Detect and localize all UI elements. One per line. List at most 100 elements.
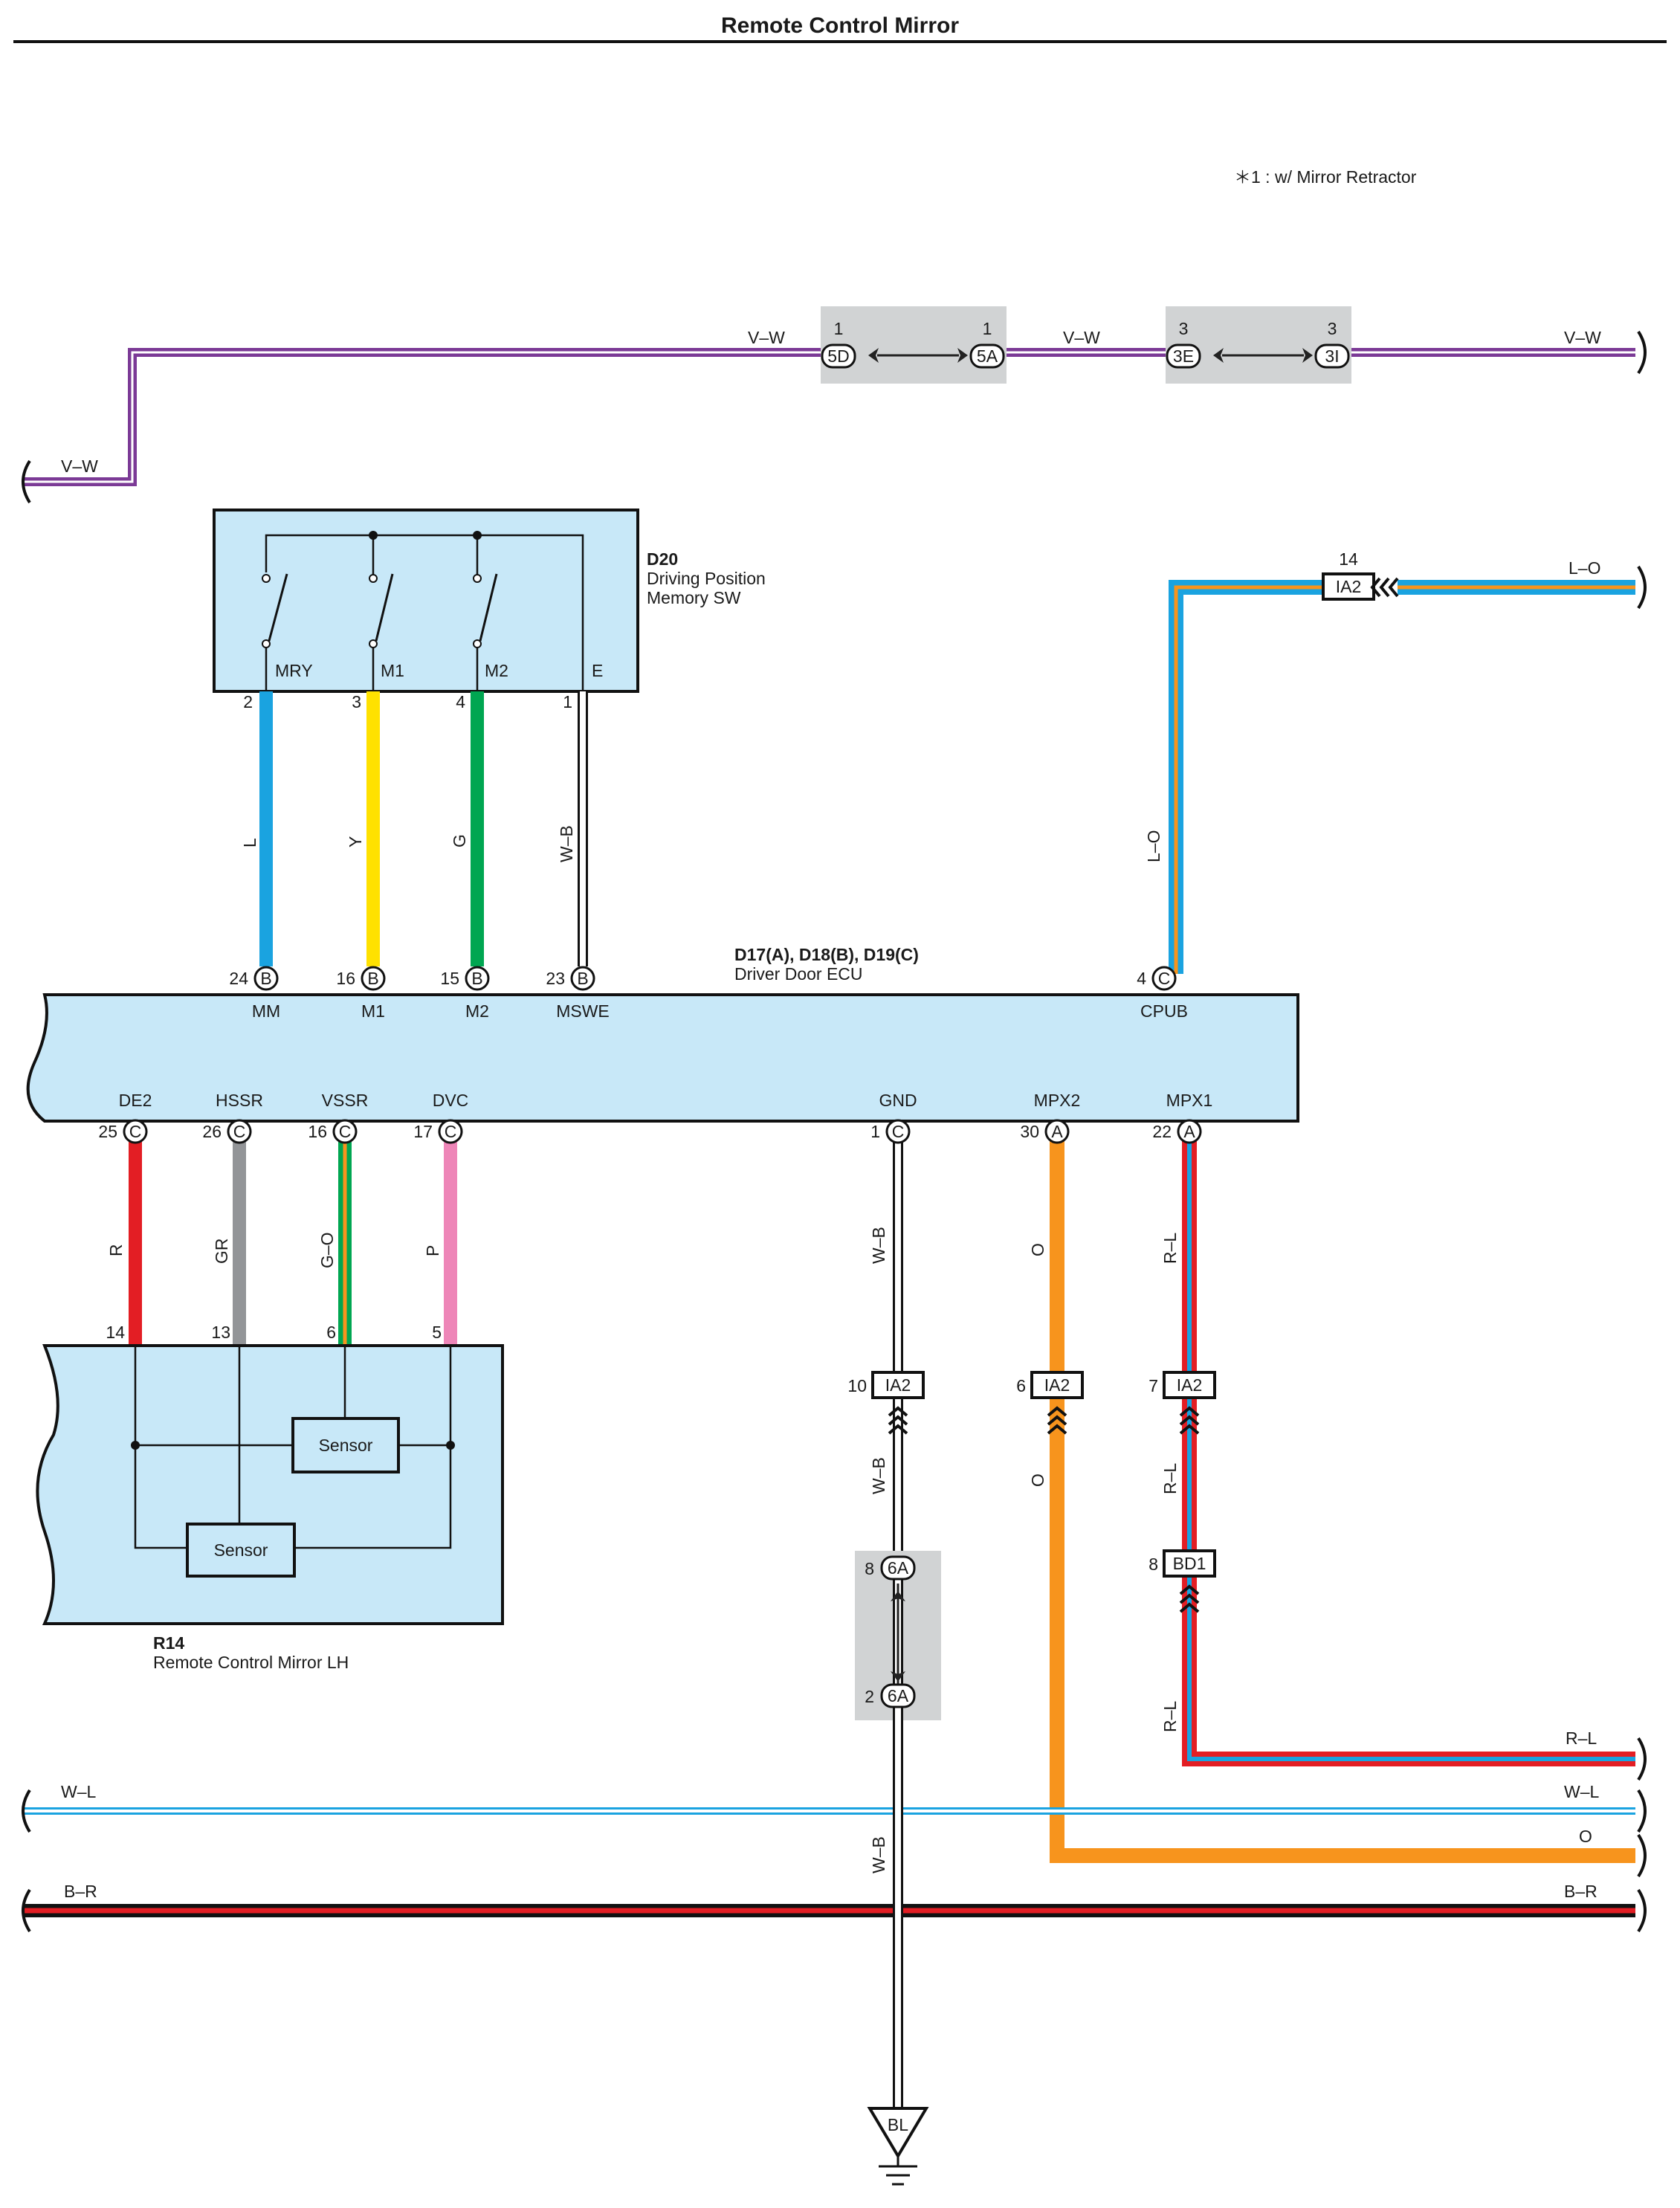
svg-text:6A: 6A bbox=[888, 1686, 909, 1705]
component-driver-door-ecu bbox=[26, 993, 1299, 1123]
wire-label: V–W bbox=[61, 456, 98, 476]
svg-text:4: 4 bbox=[1137, 969, 1146, 988]
svg-text:6A: 6A bbox=[888, 1558, 909, 1578]
pin-number: 1 bbox=[563, 692, 572, 711]
component-code: R14 bbox=[153, 1633, 184, 1653]
connector-code: 3E bbox=[1173, 346, 1194, 366]
sensor-box bbox=[186, 1523, 296, 1578]
terminal-label: MRY bbox=[275, 661, 313, 680]
svg-text:26: 26 bbox=[202, 1122, 222, 1141]
ground-label: BL bbox=[888, 2115, 908, 2134]
svg-text:23: 23 bbox=[546, 969, 565, 988]
component-name: Driving Position bbox=[647, 569, 766, 588]
wire-label: W–L bbox=[1564, 1782, 1600, 1801]
wire-label: R–L bbox=[1566, 1728, 1597, 1748]
wire-label: R–L bbox=[1160, 1701, 1180, 1732]
svg-text:BD1: BD1 bbox=[1173, 1554, 1206, 1573]
pin-number: 3 bbox=[1179, 319, 1189, 338]
pin-number: 1 bbox=[983, 319, 992, 338]
switch-m2 bbox=[473, 531, 498, 691]
pin-number: 5 bbox=[432, 1323, 442, 1342]
wire-label: W–L bbox=[61, 1782, 97, 1801]
ecu-bottom-terminals: C25 C26 C16 C17 C1 A30 A22 bbox=[98, 1119, 1202, 1144]
wires-d20-ecu bbox=[259, 691, 588, 966]
wire-label: L–O bbox=[1568, 558, 1600, 578]
wire-l-o bbox=[1169, 580, 1635, 974]
wire-label: B–R bbox=[1564, 1882, 1597, 1901]
svg-text:30: 30 bbox=[1020, 1122, 1039, 1141]
svg-text:IA2: IA2 bbox=[885, 1375, 911, 1395]
wire-label: W–B bbox=[869, 1227, 888, 1264]
wire-label: W–B bbox=[869, 1836, 888, 1873]
wire-break bbox=[22, 1888, 31, 1933]
wire-label: G bbox=[450, 834, 469, 848]
svg-text:7: 7 bbox=[1148, 1376, 1158, 1395]
ground-symbol: BL bbox=[867, 2107, 929, 2186]
svg-text:C: C bbox=[129, 1122, 142, 1141]
sensor-label: Sensor bbox=[214, 1540, 268, 1560]
wire-label: V–W bbox=[1063, 328, 1100, 347]
wire-label: Y bbox=[346, 836, 365, 848]
pin-number: 3 bbox=[352, 692, 361, 711]
svg-text:16: 16 bbox=[336, 969, 355, 988]
pin-number: 4 bbox=[456, 692, 465, 711]
wire-label: R bbox=[106, 1244, 126, 1256]
wire-v-w-top bbox=[22, 348, 1635, 486]
wire-label: R–L bbox=[1160, 1233, 1180, 1264]
terminal-label: MPX1 bbox=[1166, 1091, 1213, 1110]
svg-text:17: 17 bbox=[413, 1122, 433, 1141]
connector-ia2-10: IA2 10 bbox=[847, 1371, 925, 1435]
svg-text:B: B bbox=[471, 969, 482, 988]
wire-label: O bbox=[1028, 1473, 1047, 1487]
wire-break bbox=[1637, 1888, 1647, 1933]
connector-code: 5D bbox=[827, 346, 849, 366]
wire-label: GR bbox=[212, 1239, 231, 1265]
component-name: Memory SW bbox=[647, 588, 741, 607]
wire-label: L bbox=[240, 838, 259, 848]
component-code: D17(A), D18(B), D19(C) bbox=[734, 945, 919, 964]
pin-number: 14 bbox=[1339, 549, 1358, 569]
connector-code: 3I bbox=[1325, 346, 1339, 366]
component-r14-mirror: Sensor Sensor bbox=[36, 1344, 504, 1625]
wire-mpx2 bbox=[1050, 1140, 1635, 1863]
junction-connector-6a: 6A 8 6A 2 bbox=[855, 1551, 941, 1720]
terminal-label: M2 bbox=[485, 661, 508, 680]
component-d20-memory-switch: MRY M1 M2 E bbox=[213, 509, 639, 693]
svg-text:8: 8 bbox=[865, 1559, 874, 1578]
svg-text:B: B bbox=[367, 969, 378, 988]
terminal-label: E bbox=[592, 661, 603, 680]
wire-label: G–O bbox=[317, 1232, 337, 1268]
connector-code: 5A bbox=[977, 346, 998, 366]
svg-text:6: 6 bbox=[1016, 1376, 1026, 1395]
wire-label: V–W bbox=[1564, 328, 1601, 347]
component-code: D20 bbox=[647, 549, 678, 569]
wire-label: W–B bbox=[869, 1457, 888, 1494]
wires-ecu-r14 bbox=[129, 1140, 457, 1349]
pin-number: 14 bbox=[106, 1323, 125, 1342]
pin-number: 13 bbox=[211, 1323, 230, 1342]
terminal-label: DVC bbox=[433, 1091, 469, 1110]
sensor-label: Sensor bbox=[319, 1436, 373, 1455]
wire-break-left bbox=[22, 459, 31, 504]
pin-number: 1 bbox=[834, 319, 844, 338]
wire-break bbox=[1637, 565, 1647, 610]
wire-break-right bbox=[1637, 330, 1647, 375]
component-name: Remote Control Mirror LH bbox=[153, 1653, 349, 1672]
svg-text:24: 24 bbox=[229, 969, 248, 988]
pin-number: 2 bbox=[243, 692, 253, 711]
svg-text:CPUB: CPUB bbox=[1140, 1001, 1188, 1021]
sensor-box bbox=[291, 1417, 400, 1473]
terminal-dvc: C17 bbox=[413, 1119, 463, 1144]
connector-ia2-14: IA2 14 bbox=[1322, 549, 1399, 601]
terminal-label: M1 bbox=[381, 661, 404, 680]
svg-text:C: C bbox=[233, 1122, 246, 1141]
terminal-mpx2: A30 bbox=[1020, 1119, 1070, 1144]
pin-number: 6 bbox=[326, 1323, 336, 1342]
wire-label: P bbox=[423, 1245, 442, 1256]
junction-connector-3e-3i: 3E 3I 3 3 bbox=[1166, 306, 1351, 384]
